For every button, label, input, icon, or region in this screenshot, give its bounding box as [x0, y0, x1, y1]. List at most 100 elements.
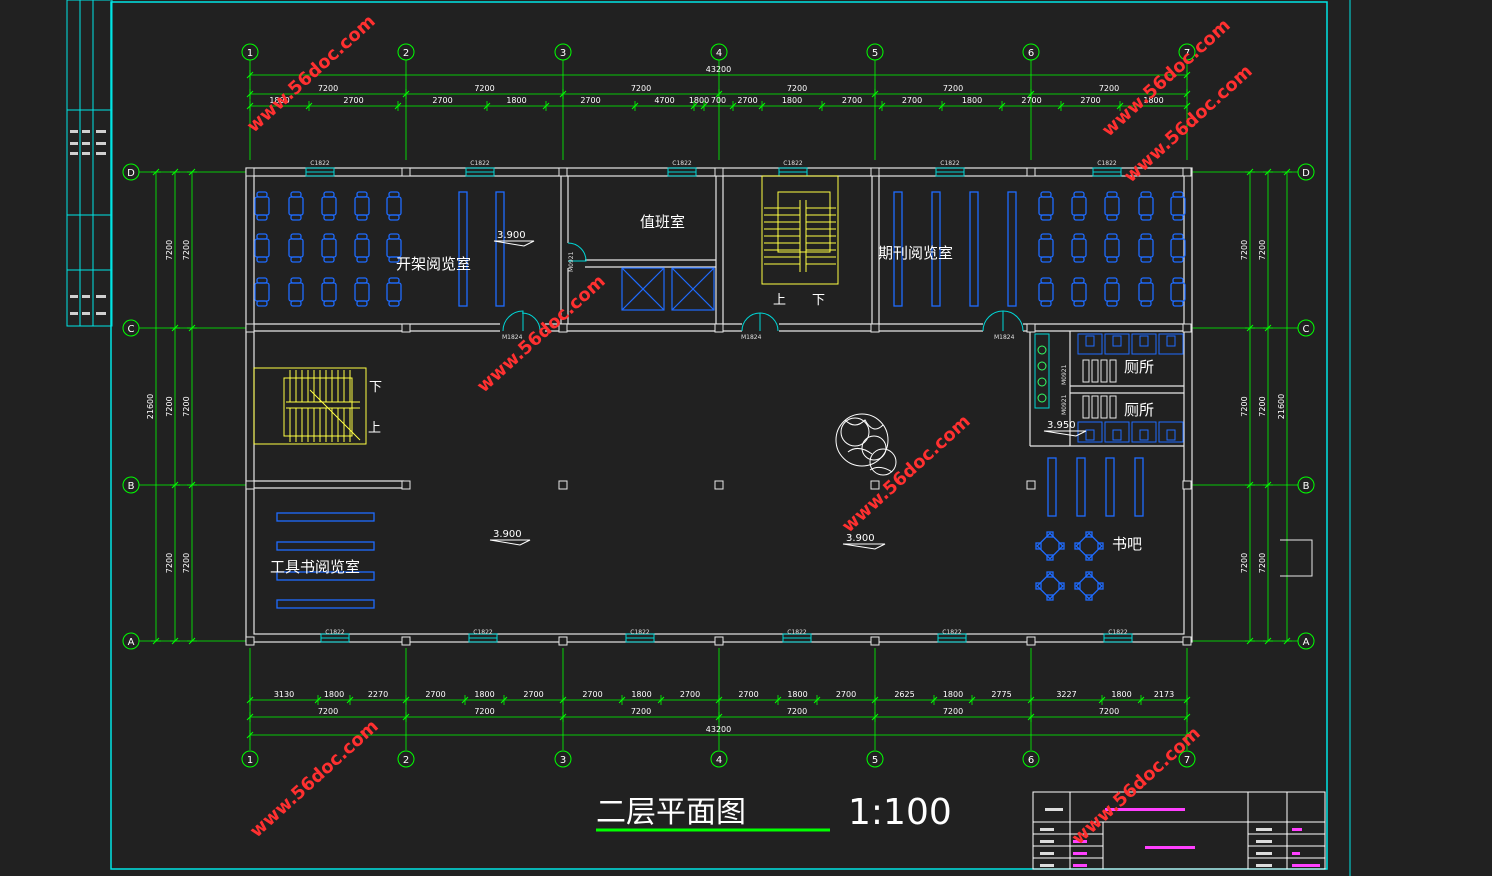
grid-bubble	[710, 43, 728, 61]
chair	[1097, 582, 1104, 590]
grid-bubble-label: 4	[716, 755, 722, 766]
door-swing	[502, 310, 524, 332]
toilet-fixtures	[1034, 333, 1184, 443]
chair	[1085, 594, 1093, 601]
chair	[1040, 277, 1052, 284]
grid-bubble-label: 4	[716, 48, 722, 59]
column	[714, 636, 724, 646]
chair	[356, 214, 368, 221]
dim-bottom-bays-slash	[1183, 713, 1191, 721]
dim-bottom-segments-slash	[1027, 696, 1035, 704]
dim-bottom-bays-text: 7200	[631, 707, 651, 716]
column	[558, 480, 568, 490]
dim-bottom-segments-slash	[657, 696, 665, 704]
chair	[323, 191, 335, 198]
grid-bubble-label: 6	[1028, 48, 1034, 59]
grid-bubble-label: C	[1303, 324, 1310, 335]
chair	[388, 214, 400, 221]
wash-counter	[1034, 333, 1050, 409]
stair-up-label: 上	[773, 293, 786, 308]
chair	[1058, 542, 1065, 550]
chair	[1040, 256, 1052, 263]
chair	[1040, 191, 1052, 198]
toilet-bowl	[1112, 429, 1122, 441]
chair	[323, 256, 335, 263]
dim-bottom-bays-slash	[402, 713, 410, 721]
dim-right-total-slash	[1283, 168, 1291, 176]
dim-left-bays-slash	[171, 168, 179, 176]
dim-top-bays-text: 7200	[318, 84, 338, 93]
window-tag: C1822	[672, 160, 692, 167]
grid-bubble-label: B	[1303, 481, 1310, 492]
bookshelf	[276, 541, 375, 551]
stair-labels: 上 下 下 上	[368, 293, 825, 436]
dim-top-segments-text: 700	[711, 96, 726, 105]
chair	[290, 300, 302, 307]
chair	[1140, 191, 1152, 198]
grid-bubble	[1178, 43, 1196, 61]
column	[1026, 480, 1036, 490]
dim-top-segments-slash	[305, 102, 313, 110]
urinal-partition	[1100, 395, 1108, 419]
dim-top-segments-slash	[1183, 102, 1191, 110]
dim-left-bays-slash	[171, 637, 179, 645]
chair	[1172, 191, 1184, 198]
dim-left-bays-inner-slash	[188, 481, 196, 489]
dim-top-segments-slash	[818, 102, 826, 110]
grid-bubble-label: 2	[403, 755, 409, 766]
dim-top-segments-text: 1800	[269, 96, 289, 105]
dim-bottom-segments-slash	[1183, 696, 1191, 704]
opening-tags: M1824 M1824 M1824 M0921 M0921 M0921	[502, 251, 1068, 415]
dim-top-bays-slash	[559, 90, 567, 98]
grid-bubble-label: D	[1302, 168, 1310, 179]
chair	[1040, 233, 1052, 240]
grid-bubble	[554, 750, 572, 768]
dim-bottom-bays-text: 7200	[1099, 707, 1119, 716]
grid-bubble-label: 5	[872, 755, 878, 766]
grid-bubble	[866, 750, 884, 768]
dim-bottom-segments-text: 2700	[680, 690, 700, 699]
door-tag: M1824	[994, 334, 1015, 341]
dim-top-bays-slash	[715, 90, 723, 98]
dim-left-bays-inner-text: 7200	[182, 240, 191, 260]
elevation-label: 3.900	[493, 529, 522, 540]
dim-bottom-bays-slash	[1027, 713, 1035, 721]
dim-top-segments-text: 1800	[689, 96, 709, 105]
column	[245, 167, 255, 177]
window-tag: C1822	[470, 160, 490, 167]
window-tag: C1822	[940, 160, 960, 167]
column	[1026, 636, 1036, 646]
dim-right-bays-text: 7200	[1258, 396, 1267, 416]
dim-bottom-segments-text: 1800	[943, 690, 963, 699]
column	[1182, 323, 1192, 333]
chair	[1106, 277, 1118, 284]
column	[1182, 636, 1192, 646]
door-swing	[521, 312, 541, 332]
dim-left-bays-text: 7200	[165, 396, 174, 416]
column	[401, 323, 411, 333]
elevation-label: 3.900	[497, 230, 526, 241]
chair	[1140, 233, 1152, 240]
column	[1182, 480, 1192, 490]
room-label-open-reading: 开架阅览室	[396, 255, 471, 273]
dim-top-segments-text: 1800	[1143, 96, 1163, 105]
chair	[256, 300, 268, 307]
grid-bubble	[1022, 750, 1040, 768]
dim-right-bays-text: 7200	[1258, 240, 1267, 260]
bookshelf	[1007, 191, 1017, 307]
chair	[1172, 233, 1184, 240]
stair-upper	[761, 175, 839, 285]
chair	[1140, 300, 1152, 307]
dim-top-segments-slash	[998, 102, 1006, 110]
bookshelf	[969, 191, 979, 307]
toilet-stall	[1158, 421, 1184, 443]
chair	[1046, 531, 1054, 538]
dim-top-segments-slash	[483, 102, 491, 110]
dim-bottom-segments-slash	[813, 696, 821, 704]
bookshelf	[1047, 457, 1057, 517]
column	[1182, 167, 1192, 177]
stair-down-label: 下	[812, 293, 825, 308]
chair	[256, 233, 268, 240]
grid-bubble	[122, 476, 140, 494]
dim-bottom-segments-text: 2700	[425, 690, 445, 699]
